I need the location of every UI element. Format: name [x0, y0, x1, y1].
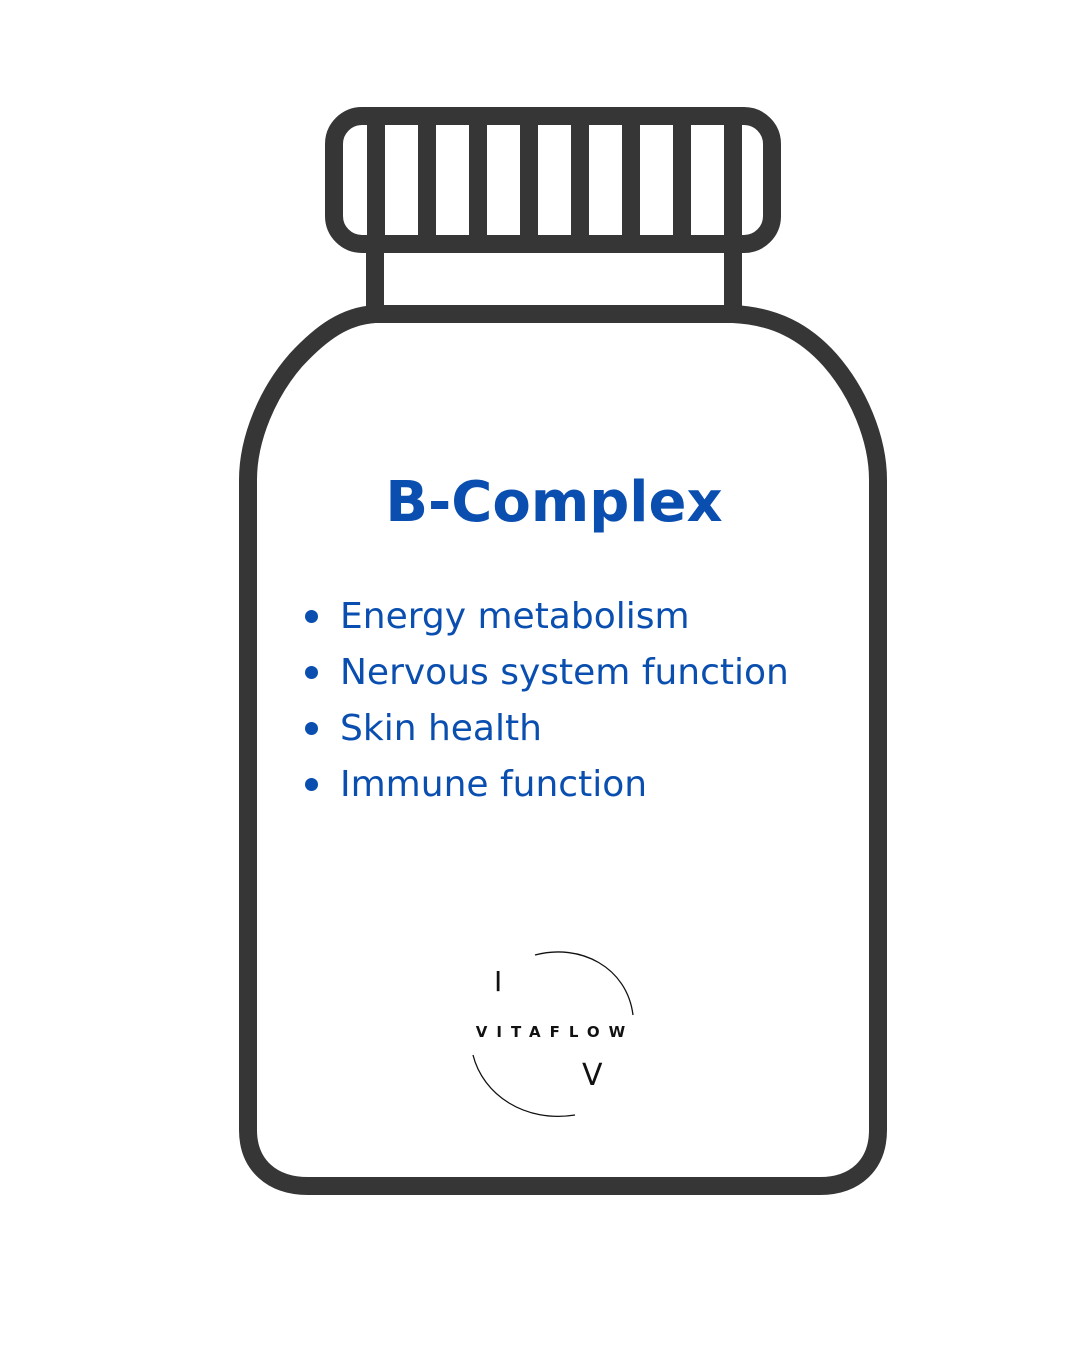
benefit-label: Immune function: [340, 764, 648, 805]
bullet-icon: [305, 666, 318, 679]
benefit-label: Skin health: [340, 708, 542, 749]
bottle-cap: [325, 107, 781, 253]
bullet-icon: [305, 610, 318, 623]
benefit-label: Energy metabolism: [340, 596, 690, 637]
list-item: Skin health: [300, 706, 789, 762]
logo-arc-icon: [472, 951, 634, 1117]
brand-logo: I VITAFLOW V: [455, 945, 655, 1125]
benefits-list: Energy metabolism Nervous system functio…: [300, 594, 789, 818]
bullet-icon: [305, 722, 318, 735]
logo-mark-bottom: V: [582, 1058, 603, 1093]
list-item: Energy metabolism: [300, 594, 789, 650]
product-label: B-Complex: [258, 470, 850, 535]
bullet-icon: [305, 778, 318, 791]
benefit-label: Nervous system function: [340, 652, 789, 693]
list-item: Nervous system function: [300, 650, 789, 706]
logo-mark-top: I: [494, 965, 503, 998]
bottle-body: [239, 305, 887, 1195]
brand-wordmark: VITAFLOW: [475, 1023, 635, 1041]
list-item: Immune function: [300, 762, 789, 818]
product-title: B-Complex: [385, 470, 723, 535]
